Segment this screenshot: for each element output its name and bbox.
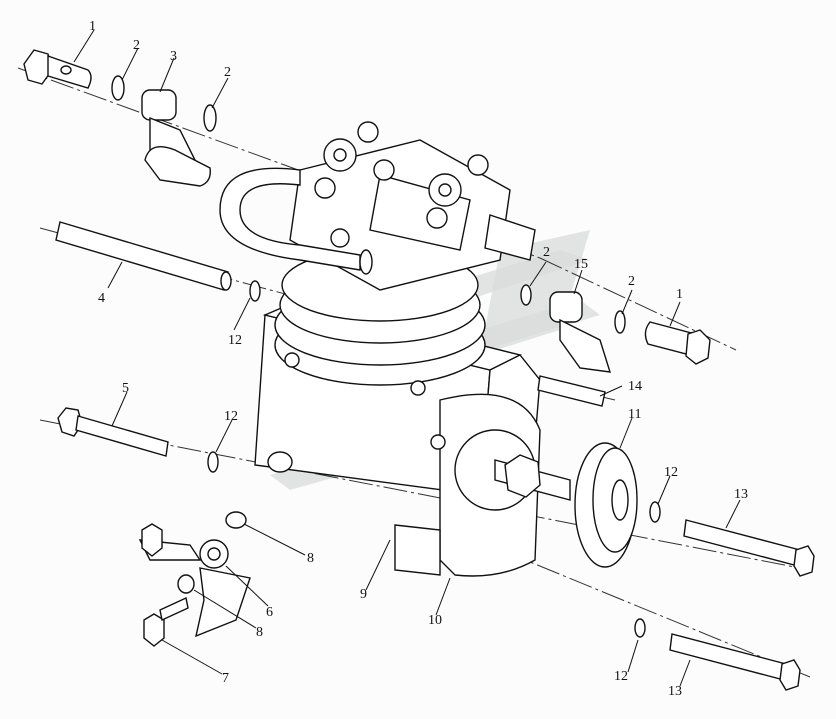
tube bbox=[55, 221, 232, 291]
callout-label: 11 bbox=[628, 407, 641, 422]
callout-label: 13 bbox=[668, 684, 682, 699]
callout-label: 1 bbox=[676, 287, 683, 302]
callout-label: 2 bbox=[628, 274, 635, 289]
long-bolts-right bbox=[669, 519, 815, 691]
long-bolt-left bbox=[57, 407, 169, 457]
callout-label: 2 bbox=[543, 245, 550, 260]
callout-label: 1 bbox=[89, 19, 96, 34]
callout-label: 2 bbox=[224, 65, 231, 80]
callout-labels: 1 2 3 2 4 12 2 15 2 1 5 12 14 11 12 13 8… bbox=[89, 19, 748, 699]
compressor-body bbox=[219, 121, 571, 577]
bottom-left-fittings bbox=[138, 511, 251, 647]
callout-label: 13 bbox=[734, 487, 748, 502]
callout-label: 9 bbox=[360, 587, 367, 602]
leader-lines bbox=[73, 29, 741, 687]
gear bbox=[574, 442, 638, 568]
callout-label: 8 bbox=[256, 625, 263, 640]
callout-label: 5 bbox=[122, 381, 129, 396]
callout-label: 6 bbox=[266, 605, 273, 620]
callout-label: 12 bbox=[614, 669, 628, 684]
callout-label: 10 bbox=[428, 613, 442, 628]
callout-label: 14 bbox=[628, 379, 642, 394]
washers bbox=[111, 75, 661, 638]
callout-label: 7 bbox=[222, 671, 229, 686]
banjo-bolt-right bbox=[644, 321, 711, 365]
callout-label: 12 bbox=[228, 333, 242, 348]
banjo-bolt-top-left bbox=[23, 49, 92, 89]
callout-label: 2 bbox=[133, 38, 140, 53]
elbow-fitting-left bbox=[141, 89, 211, 187]
callout-label: 15 bbox=[574, 257, 588, 272]
callout-label: 12 bbox=[664, 465, 678, 480]
callout-label: 4 bbox=[98, 291, 105, 306]
callout-label: 8 bbox=[307, 551, 314, 566]
callout-label: 3 bbox=[170, 49, 177, 64]
threaded-stud bbox=[537, 375, 606, 407]
callout-label: 12 bbox=[224, 409, 238, 424]
elbow-fitting-right bbox=[549, 291, 611, 373]
